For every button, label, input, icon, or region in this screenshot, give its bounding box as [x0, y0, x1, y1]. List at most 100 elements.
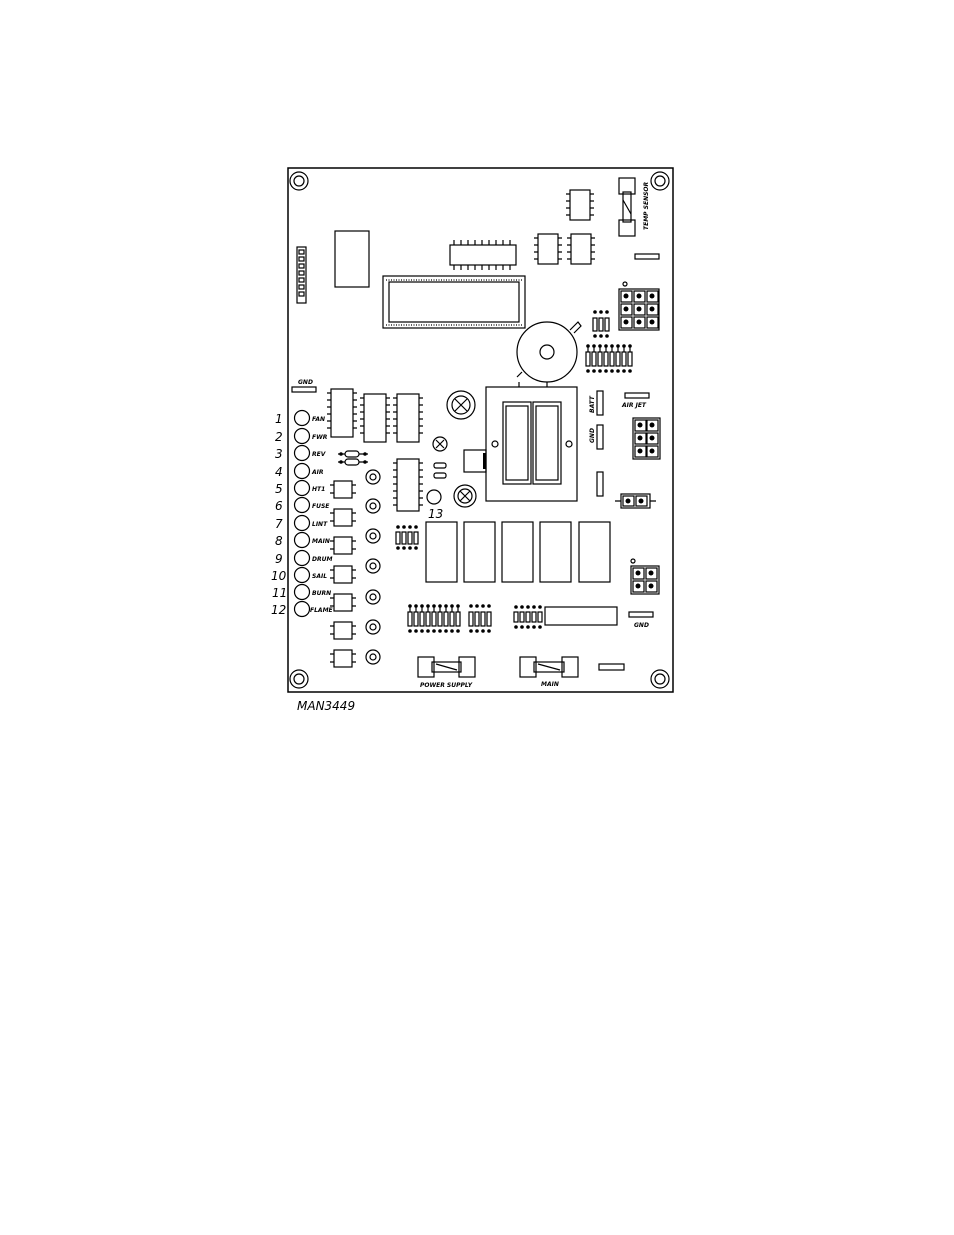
mounting-hole-tr: [650, 171, 670, 191]
led-label: DRUM: [312, 556, 332, 563]
led-13: [426, 489, 442, 505]
terminal-strip: [544, 606, 618, 626]
optocoupler: [330, 593, 356, 612]
gnd-right-label: GND: [634, 622, 649, 629]
led-number: 2: [275, 430, 283, 444]
connector-9pin: [618, 281, 660, 331]
gnd-right: GND: [628, 611, 654, 629]
led-label: BURN: [312, 590, 331, 597]
batt-terminal: BATT: [589, 390, 604, 416]
jumper-bar-bottom: [598, 663, 625, 671]
resistor-bank-bottom-right: [513, 605, 543, 629]
resistor-bank-bottom-left: [407, 604, 461, 633]
led-label: REV: [312, 451, 327, 458]
relay: [501, 521, 534, 583]
resistor-array-relay: [395, 525, 419, 550]
pin-header-left: [296, 246, 307, 304]
resistor-array-right: [585, 344, 633, 373]
main-fuse-label: MAIN: [541, 681, 559, 688]
optocoupler: [330, 621, 356, 640]
batt-label: BATT: [589, 395, 596, 413]
mounting-hole-bl: [289, 669, 309, 689]
jumper-bar-top: [634, 253, 660, 260]
terminal-bar: [596, 471, 604, 497]
led-label: MAIN: [312, 538, 330, 545]
varistor: [365, 469, 381, 485]
optocoupler: [330, 508, 356, 527]
connector-4pin: [630, 558, 660, 595]
led-indicator-12: [293, 600, 311, 618]
led-column: [293, 409, 311, 618]
led-indicator-7: [293, 514, 311, 532]
temp-sensor-label: TEMP SENSOR: [643, 181, 650, 230]
ic-small-3: [567, 233, 595, 265]
optocoupler: [330, 536, 356, 555]
mounting-hole-tl: [289, 171, 309, 191]
power-supply-fuse: POWER SUPPLY: [417, 656, 476, 689]
varistor: [365, 528, 381, 544]
buzzer: [516, 321, 582, 383]
optocoupler: [330, 649, 356, 668]
led-indicator-11: [293, 583, 311, 601]
led-indicator-5: [293, 479, 311, 497]
led-number: 12: [271, 603, 286, 617]
relay-bank: [425, 521, 611, 583]
mounting-holes: [289, 171, 670, 689]
led-number: 5: [275, 482, 283, 496]
resistor-bank-bottom-mid: [468, 604, 492, 633]
relay: [463, 521, 496, 583]
led-label: FLAME: [310, 607, 334, 614]
board-outline: [287, 167, 674, 693]
led-label: HT1: [312, 486, 325, 493]
gnd-top: GND: [291, 379, 317, 393]
ic-dip-2: [360, 393, 390, 443]
ic-small-1: [566, 189, 594, 221]
led-number: 4: [275, 465, 283, 479]
module-block: [334, 230, 370, 288]
power-supply-label: POWER SUPPLY: [420, 682, 473, 689]
led-label: LINT: [312, 521, 328, 528]
relay: [425, 521, 458, 583]
varistor: [365, 619, 381, 635]
gnd-top-label: GND: [298, 379, 313, 386]
led-indicator-4: [293, 462, 311, 480]
air-jet-label: AIR JET: [621, 402, 647, 409]
led-number: 6: [275, 499, 283, 513]
gnd-terminal-vertical: GND: [589, 424, 604, 450]
led-13-number: 13: [428, 507, 443, 521]
varistor: [365, 558, 381, 574]
led-number: 8: [275, 534, 283, 548]
regulator-block: [463, 449, 487, 473]
varistor: [365, 649, 381, 665]
regulator-tab: [483, 453, 486, 469]
temp-sensor-fuse: TEMP SENSOR: [618, 177, 650, 237]
led-indicator-8: [293, 531, 311, 549]
led-indicator-1: [293, 409, 311, 427]
capacitor-pair: [433, 462, 447, 479]
led-number: 7: [275, 517, 283, 531]
relay: [578, 521, 611, 583]
led-label: SAIL: [312, 573, 327, 580]
optocoupler-column: [330, 480, 356, 668]
led-label: FUSE: [312, 503, 330, 510]
gnd-vertical-label: GND: [589, 428, 596, 443]
connector-2pin: [615, 493, 656, 509]
led-numbers: 1 2 3 4 5 6 7 8 9 10 11 12: [271, 412, 287, 617]
varistor: [365, 498, 381, 514]
resistor-array-small: [592, 310, 610, 338]
led-number: 1: [275, 412, 283, 426]
connector-6pin: [632, 417, 661, 460]
led-indicator-9: [293, 549, 311, 567]
led-label: FAN: [312, 416, 325, 423]
ic-dip-mid: [393, 458, 423, 512]
ic-dip-1: [327, 388, 357, 438]
ic-dip-3: [393, 393, 423, 443]
led-indicator-3: [293, 444, 311, 462]
air-jet-terminal: AIR JET: [621, 392, 650, 409]
potentiometer-3: [453, 484, 477, 508]
led-label: AIR: [311, 469, 324, 476]
ic-top-dip: [449, 240, 517, 270]
led-number: 10: [271, 569, 287, 583]
relay: [539, 521, 572, 583]
